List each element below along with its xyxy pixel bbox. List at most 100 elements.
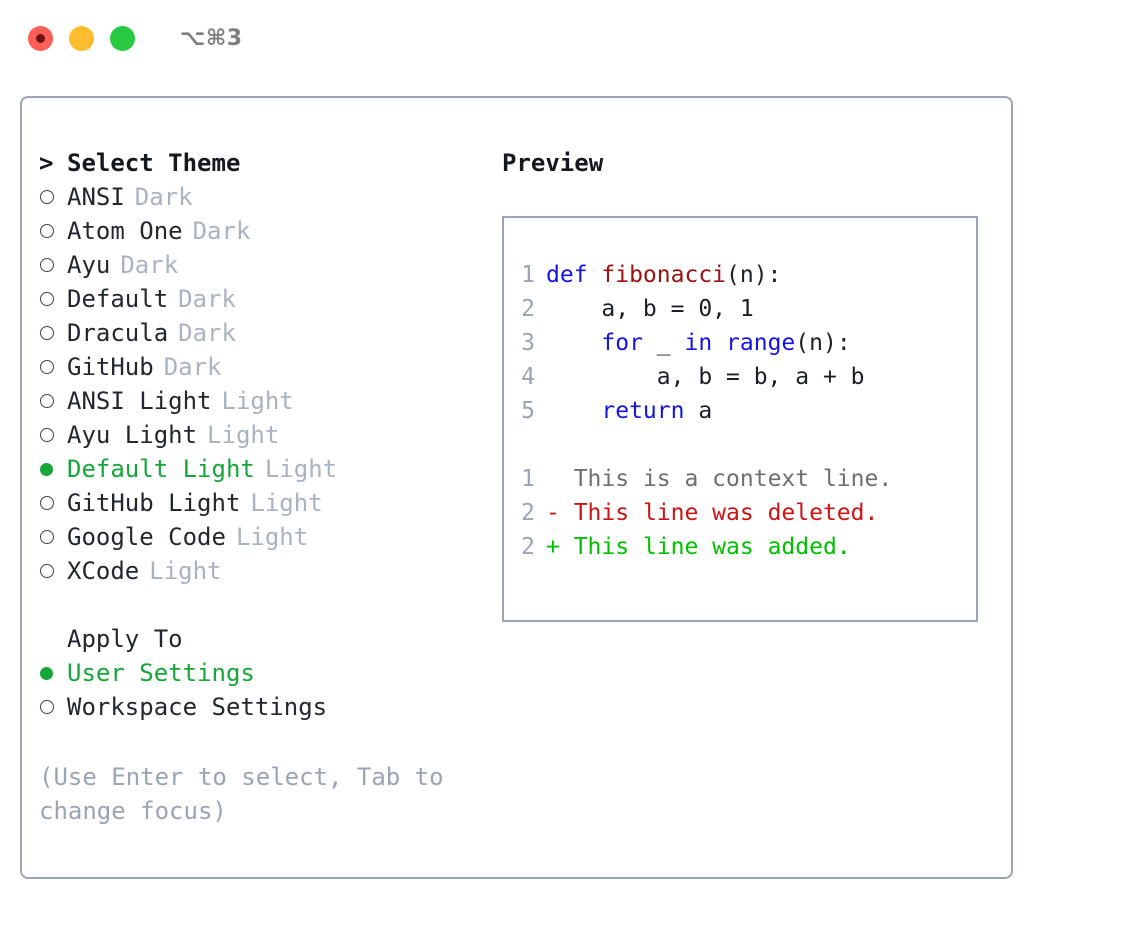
code-token: in: [684, 330, 713, 356]
line-number: 1: [521, 466, 535, 492]
theme-name: Dracula: [67, 319, 169, 347]
diff-line-text: This is a context line.: [559, 466, 893, 492]
theme-name: GitHub Light: [67, 489, 241, 517]
keyboard-shortcut-label: ⌥⌘3: [180, 25, 243, 51]
code-diff-separator: [504, 428, 976, 462]
theme-list-item[interactable]: Atom One Dark: [39, 214, 479, 248]
radio-glyph: [40, 190, 54, 204]
line-number: 5: [521, 398, 535, 424]
radio-unselected-icon[interactable]: [39, 190, 67, 204]
diff-line: 2+ This line was added.: [504, 530, 976, 564]
apply-to-label: Workspace Settings: [67, 693, 328, 721]
code-token: fibonacci: [601, 262, 727, 288]
code-line: 4 a, b = b, a + b: [504, 360, 976, 394]
radio-selected-icon[interactable]: [39, 462, 67, 476]
page-title: Select Theme: [67, 149, 241, 177]
theme-list-item[interactable]: Ayu Dark: [39, 248, 479, 282]
theme-list-item[interactable]: Ayu Light Light: [39, 418, 479, 452]
apply-to-option[interactable]: Workspace Settings: [39, 690, 479, 724]
preview-title: Preview: [502, 149, 604, 177]
close-button[interactable]: [28, 25, 53, 51]
theme-category-tag: Light: [149, 557, 222, 585]
maximize-button[interactable]: [110, 25, 135, 51]
theme-list-item[interactable]: Google Code Light: [39, 520, 479, 554]
theme-category-tag: Dark: [192, 217, 251, 245]
theme-name: Ayu: [67, 251, 111, 279]
radio-unselected-icon[interactable]: [39, 496, 67, 510]
radio-unselected-icon[interactable]: [39, 428, 67, 442]
apply-to-section-title: Apply To: [67, 625, 183, 653]
theme-name: Ayu Light: [67, 421, 198, 449]
radio-unselected-icon[interactable]: [39, 700, 67, 714]
radio-unselected-icon[interactable]: [39, 564, 67, 578]
theme-category-tag: Light: [264, 455, 338, 483]
code-token: a: [684, 398, 713, 424]
diff-sample: 1 This is a context line. 2- This line wa…: [504, 462, 976, 564]
line-number: 3: [521, 330, 535, 356]
theme-category-tag: Dark: [178, 285, 236, 313]
diff-marker: -: [546, 500, 560, 526]
radio-selected-icon[interactable]: [39, 666, 67, 680]
radio-glyph: [40, 360, 54, 374]
radio-unselected-icon[interactable]: [39, 326, 67, 340]
radio-glyph: [40, 666, 53, 680]
code-token: [546, 330, 601, 356]
code-token: a, b = b, a + b: [546, 364, 865, 390]
radio-unselected-icon[interactable]: [39, 530, 67, 544]
theme-category-tag: Dark: [178, 319, 236, 347]
theme-name: Google Code: [67, 523, 226, 551]
radio-glyph: [40, 394, 54, 408]
code-token: _: [642, 330, 685, 356]
theme-name: GitHub: [67, 353, 154, 381]
theme-category-tag: Light: [221, 387, 294, 415]
radio-glyph: [40, 292, 54, 306]
radio-unselected-icon[interactable]: [39, 360, 67, 374]
radio-unselected-icon[interactable]: [39, 258, 67, 272]
traffic-lights: [28, 25, 135, 51]
line-number: 2: [521, 500, 535, 526]
theme-name: ANSI: [67, 183, 125, 211]
line-number: 2: [521, 296, 535, 322]
theme-category-tag: Dark: [120, 251, 179, 279]
apply-to-option[interactable]: User Settings: [39, 656, 479, 690]
theme-list-item[interactable]: Dracula Dark: [39, 316, 479, 350]
theme-category-tag: Light: [207, 421, 280, 449]
radio-glyph: [40, 428, 54, 442]
code-line-text: a, b = 0, 1: [546, 296, 753, 322]
code-line: 2 a, b = 0, 1: [504, 292, 976, 326]
code-token: def: [546, 262, 602, 288]
code-line-text: return a: [546, 398, 712, 424]
radio-glyph: [40, 462, 53, 476]
code-line: 3 for _ in range(n):: [504, 326, 976, 360]
minimize-button[interactable]: [69, 25, 94, 51]
radio-unselected-icon[interactable]: [39, 292, 67, 306]
apply-to-label: User Settings: [67, 659, 255, 687]
theme-picker-header: > Select Theme: [39, 146, 479, 180]
radio-unselected-icon[interactable]: [39, 394, 67, 408]
theme-name: Atom One: [67, 217, 183, 245]
radio-glyph: [40, 700, 54, 714]
radio-glyph: [40, 224, 54, 238]
code-token: [712, 330, 726, 356]
list-spacer: [39, 588, 479, 622]
theme-category-tag: Light: [235, 523, 309, 551]
code-token: [546, 398, 601, 424]
keyboard-hint: (Use Enter to select, Tab to change focu…: [39, 763, 459, 825]
line-number: 4: [521, 364, 535, 390]
diff-line: 2- This line was deleted.: [504, 496, 976, 530]
radio-glyph: [40, 496, 54, 510]
radio-unselected-icon[interactable]: [39, 224, 67, 238]
title-bar: ⌥⌘3: [0, 0, 1140, 76]
